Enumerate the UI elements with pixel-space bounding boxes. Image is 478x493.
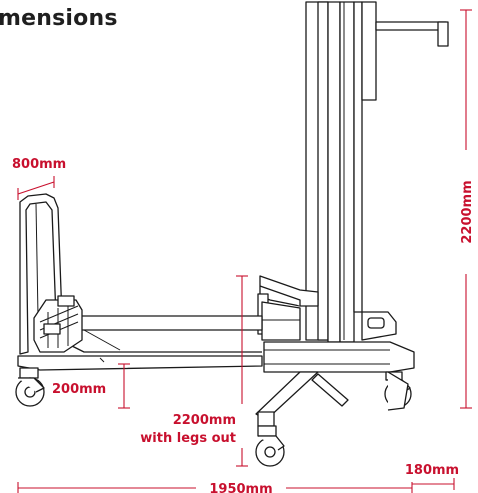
dimension-2200mm-height: 2200mm <box>460 180 475 243</box>
machine-outline <box>15 1 449 467</box>
dimension-180mm: 180mm <box>405 463 459 478</box>
dimension-lines <box>17 9 472 493</box>
dimension-800mm: 800mm <box>12 157 66 172</box>
dimension-2200mm-legs: 2200mm <box>173 413 236 428</box>
page-title: mensions <box>0 6 118 31</box>
dimension-200mm: 200mm <box>52 382 106 397</box>
dimension-legs-out-label: with legs out <box>140 431 236 446</box>
dimension-1950mm: 1950mm <box>209 482 272 493</box>
